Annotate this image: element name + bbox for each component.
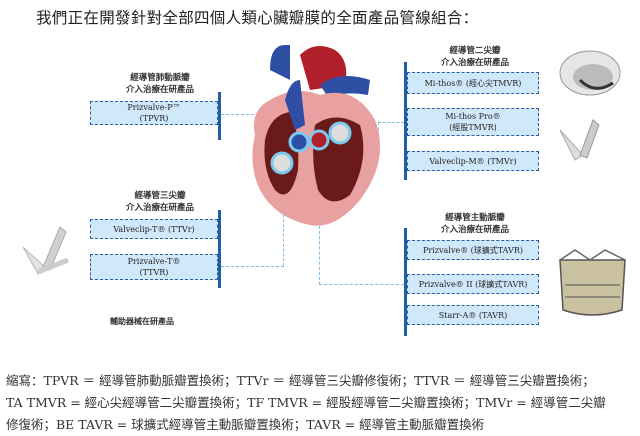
group-title-line2: 介入治療在研產品 — [125, 203, 194, 213]
group-title-line1: 經導管主動脈瓣 — [445, 213, 505, 223]
group-title-line1: 經導管三尖瓣 — [134, 191, 186, 201]
group-title-mitral: 經導管二尖瓣 介入治療在研產品 — [420, 45, 530, 69]
tavr-valve-device-image — [559, 249, 626, 316]
product-box-mi-thos: Mi-thos® (經心尖TMVR) — [407, 72, 539, 94]
group-title-line1: 經導管肺動脈瓣 — [130, 73, 190, 83]
group-title-tricuspid: 經導管三尖瓣 介入治療在研產品 — [110, 190, 210, 214]
vertical-bar-mitral — [404, 62, 407, 180]
valveclip-m-device-image — [559, 119, 600, 161]
accessory-note: 輔助器械在研產品 — [110, 317, 174, 326]
vertical-bar-aortic — [404, 228, 407, 336]
group-title-line2: 介入治療在研產品 — [440, 58, 509, 68]
connector-tricuspid-v — [283, 185, 284, 266]
mitral-valve-device-image — [559, 50, 621, 96]
abbreviations-line1: 縮寫：TPVR ＝ 經導管肺動脈瓣置換術；TTVr ＝ 經導管三尖瓣修復術；TT… — [6, 373, 595, 388]
group-title-line2: 介入治療在研產品 — [440, 225, 509, 235]
product-box-prizvalve-t: Prizvalve-T® (TTVR) — [90, 254, 218, 280]
vertical-bar-pulmonary — [218, 92, 221, 140]
group-title-line2: 介入治療在研產品 — [125, 85, 194, 95]
abbreviations-line2: TA TMVR = 經心尖經導管二尖瓣置換術；TF TMVR = 經股經導管二尖… — [6, 395, 606, 410]
abbreviations-line3: 修復術；BE TAVR = 球擴式經導管主動脈瓣置換術；TAVR = 經導管主動… — [6, 417, 485, 432]
group-title-line1: 經導管二尖瓣 — [449, 46, 501, 56]
abbreviations: 縮寫：TPVR ＝ 經導管肺動脈瓣置換術；TTVr ＝ 經導管三尖瓣修復術；TT… — [6, 370, 636, 436]
product-box-valveclip-m: Valveclip-M® (TMVr) — [407, 151, 539, 171]
connector-mitral-h1 — [378, 122, 404, 123]
product-box-prizvalve: Prizvalve® (球擴式TAVR) — [407, 240, 539, 260]
group-title-aortic: 經導管主動脈瓣 介入治療在研產品 — [420, 212, 530, 236]
product-box-mi-thos-pro: Mi-thos Pro® (經股TMVR) — [407, 108, 539, 136]
group-title-pulmonary: 經導管肺動脈瓣 介入治療在研產品 — [110, 72, 210, 96]
page-title: 我們正在開發針對全部四個人類心臟瓣膜的全面產品管線組合： — [36, 9, 479, 27]
product-box-prizvalve-ii: Prizvalve® II (球擴式TAVR) — [407, 274, 539, 294]
connector-aortic-h — [319, 284, 404, 285]
product-box-starr-a: Starr-A® (TAVR) — [407, 305, 539, 325]
heart-illustration — [252, 45, 380, 226]
connector-tricuspid-h — [221, 266, 284, 267]
valveclip-t-device-image — [22, 226, 69, 275]
product-box-valveclip-t: Valveclip-T® (TTVr) — [90, 219, 218, 239]
vertical-bar-tricuspid — [218, 210, 221, 288]
product-box-prizvalve-p: Prizvalve-P™ (TPVR) — [90, 101, 218, 125]
